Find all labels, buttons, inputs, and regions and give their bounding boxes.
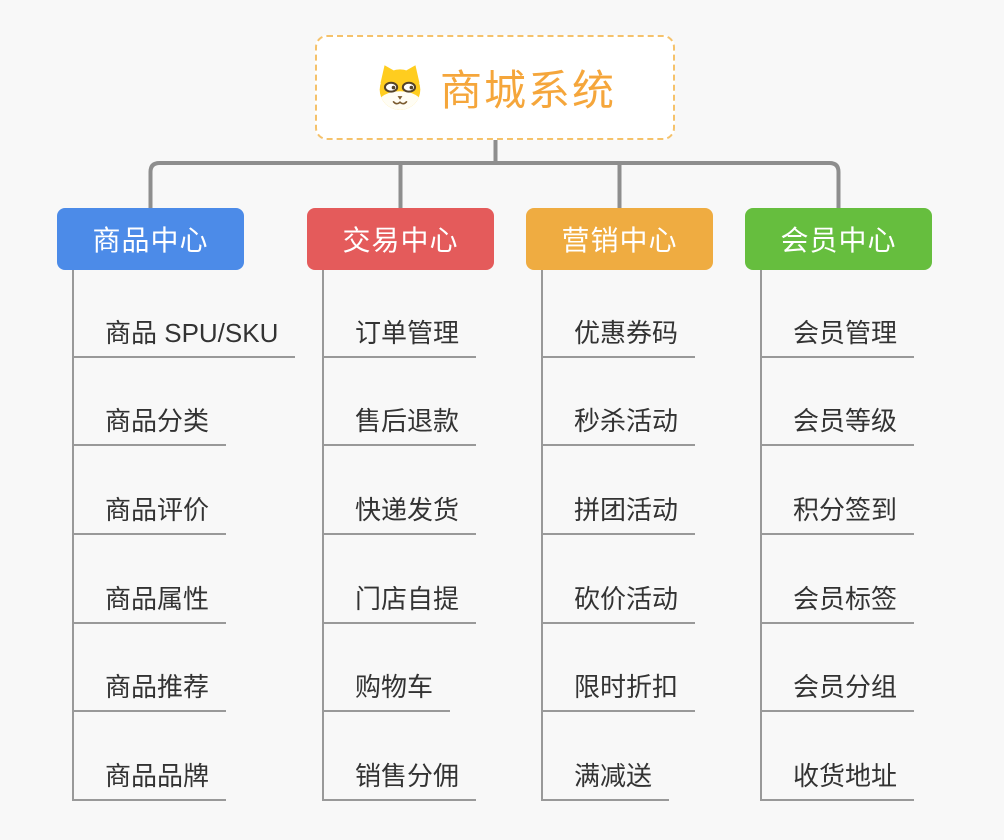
leaf-node[interactable]: 优惠券码 xyxy=(541,318,696,358)
leaf-node[interactable]: 销售分佣 xyxy=(322,761,477,801)
leaf-node[interactable]: 砍价活动 xyxy=(541,584,696,624)
branch-column-3: 营销中心优惠券码秒杀活动拼团活动砍价活动限时折扣满减送 xyxy=(526,0,786,840)
leaf-node[interactable]: 购物车 xyxy=(322,672,451,712)
root-node[interactable]: 商城系统 xyxy=(315,35,675,140)
branch-column-2: 交易中心订单管理售后退款快递发货门店自提购物车销售分佣 xyxy=(307,0,567,840)
branch-trunk-line xyxy=(72,270,74,801)
branch-trunk-line xyxy=(541,270,543,801)
leaf-node[interactable]: 售后退款 xyxy=(322,406,477,446)
dog-face-icon xyxy=(374,62,426,114)
leaf-node[interactable]: 收货地址 xyxy=(760,761,915,801)
root-title: 商城系统 xyxy=(439,67,616,114)
branch-column-1: 商品中心商品 SPU/SKU 商品分类商品评价商品属性商品推荐商品品牌 xyxy=(57,0,317,840)
branch-node-3[interactable]: 营销中心 xyxy=(526,208,713,270)
leaf-node[interactable]: 拼团活动 xyxy=(541,495,696,535)
leaf-node[interactable]: 门店自提 xyxy=(322,584,477,624)
leaf-node[interactable]: 快递发货 xyxy=(322,495,477,535)
branch-node-4[interactable]: 会员中心 xyxy=(745,208,932,270)
leaf-node[interactable]: 秒杀活动 xyxy=(541,406,696,446)
leaf-node[interactable]: 会员等级 xyxy=(760,406,915,446)
leaf-node[interactable]: 商品推荐 xyxy=(72,672,227,712)
leaf-node[interactable]: 商品属性 xyxy=(72,584,227,624)
leaf-node[interactable]: 订单管理 xyxy=(322,318,477,358)
leaf-node[interactable]: 商品 SPU/SKU xyxy=(72,318,296,358)
branch-column-4: 会员中心会员管理会员等级积分签到会员标签会员分组收货地址 xyxy=(745,0,1004,840)
branch-node-1[interactable]: 商品中心 xyxy=(57,208,244,270)
branch-trunk-line xyxy=(760,270,762,801)
leaf-node[interactable]: 会员管理 xyxy=(760,318,915,358)
leaf-node[interactable]: 会员分组 xyxy=(760,672,915,712)
branch-trunk-line xyxy=(322,270,324,801)
leaf-node[interactable]: 会员标签 xyxy=(760,584,915,624)
connector-path xyxy=(148,161,841,208)
leaf-node[interactable]: 限时折扣 xyxy=(541,672,696,712)
leaf-node[interactable]: 商品分类 xyxy=(72,406,227,446)
branch-node-2[interactable]: 交易中心 xyxy=(307,208,494,270)
leaf-node[interactable]: 商品品牌 xyxy=(72,761,227,801)
leaf-node[interactable]: 积分签到 xyxy=(760,495,915,535)
leaf-node[interactable]: 商品评价 xyxy=(72,495,227,535)
leaf-node[interactable]: 满减送 xyxy=(541,761,670,801)
